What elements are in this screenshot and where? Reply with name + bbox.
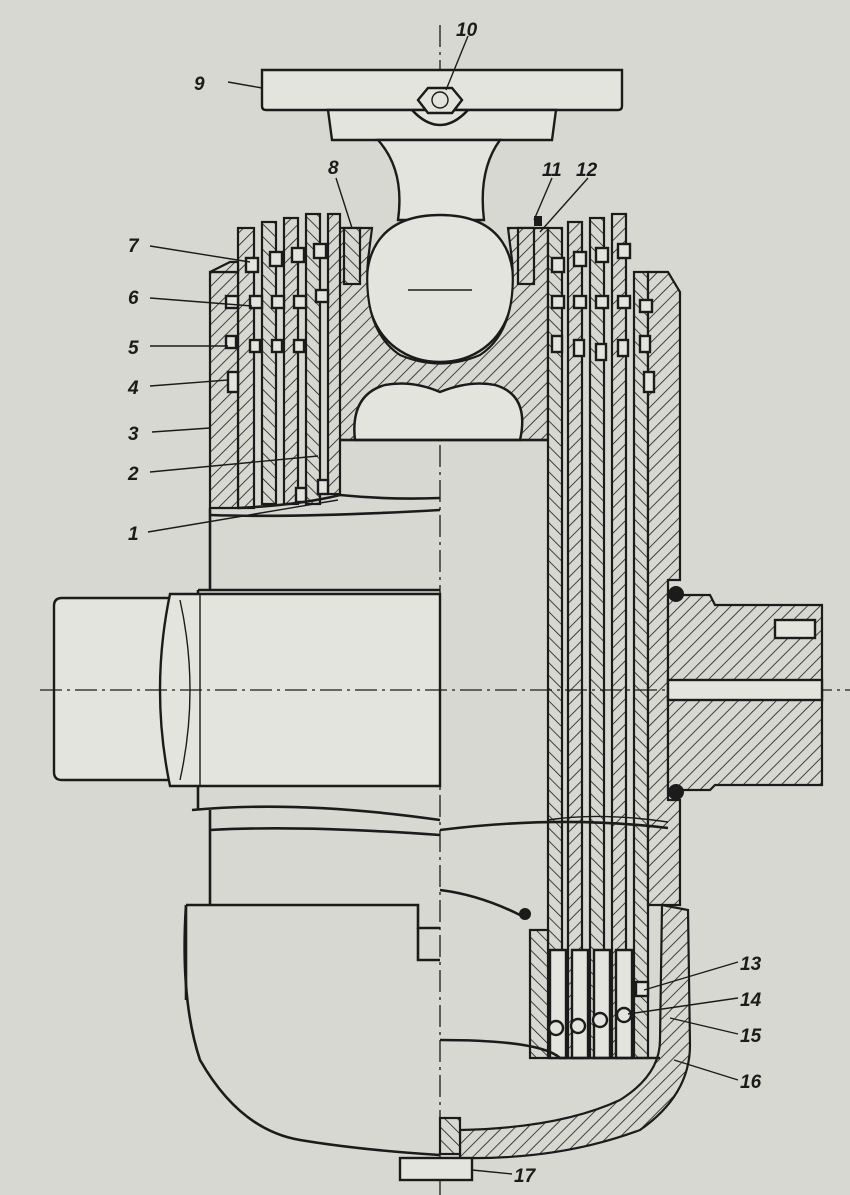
callout-15: 15: [740, 1026, 762, 1047]
upper-seal-rings: [224, 242, 656, 504]
ball-joint-head: [365, 138, 515, 364]
callout-9: 9: [194, 74, 205, 95]
callout-4: 4: [127, 378, 139, 399]
outer-casing-left: [208, 260, 240, 510]
callout-5: 5: [128, 338, 139, 359]
lower-base-right: [439, 888, 692, 1160]
left-trunnion-pin: [40, 592, 850, 788]
leader-lines: [147, 35, 739, 1175]
callout-2: 2: [127, 464, 139, 485]
right-trunnion-block: [666, 586, 824, 800]
callout-17: 17: [514, 1166, 537, 1187]
callout-12: 12: [576, 160, 598, 181]
callout-11: 11: [542, 160, 562, 181]
callout-3: 3: [128, 424, 139, 445]
bottom-bolt: [398, 1116, 474, 1182]
hex-nut: [416, 86, 464, 115]
callout-14: 14: [740, 990, 762, 1011]
callout-6: 6: [128, 288, 139, 309]
guide-bushings: [342, 216, 542, 286]
lower-cap-left: [183, 903, 441, 1157]
callout-8: 8: [328, 158, 339, 179]
callout-10: 10: [456, 20, 478, 41]
callout-7: 7: [128, 236, 140, 257]
callout-labels: 1 2 3 4 5 6 7 8 9 10 11 12 13 14 15 16 1…: [127, 20, 762, 1187]
callout-1: 1: [128, 524, 139, 545]
break-line-right: [547, 815, 669, 823]
callout-13: 13: [740, 954, 762, 975]
callout-16: 16: [740, 1072, 762, 1093]
